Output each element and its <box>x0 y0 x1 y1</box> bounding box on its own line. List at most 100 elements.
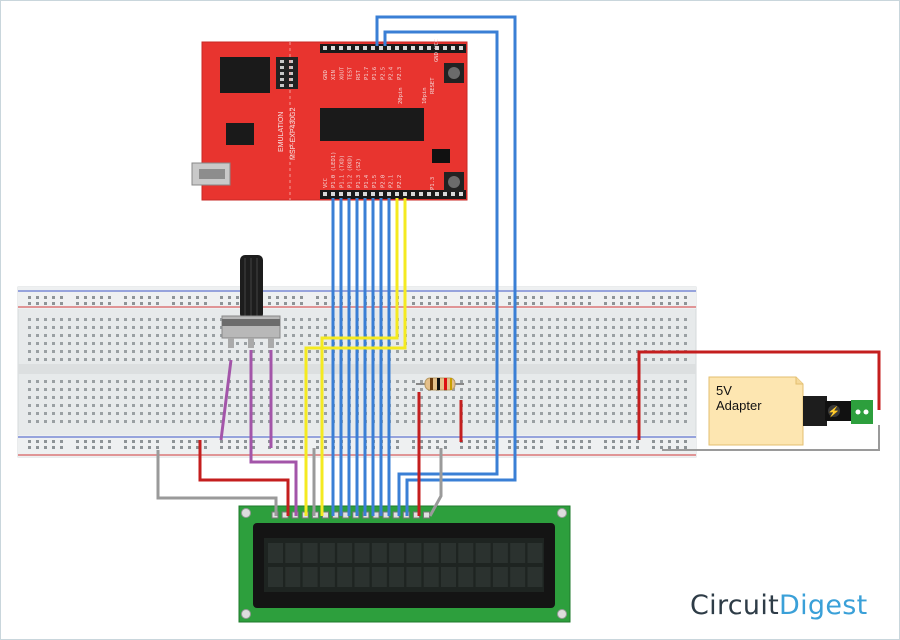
breadboard-hole <box>324 412 327 415</box>
breadboard-hole <box>452 342 455 345</box>
breadboard-hole <box>196 326 199 329</box>
breadboard-hole <box>492 388 495 391</box>
breadboard-hole <box>476 380 479 383</box>
breadboard-hole <box>396 396 399 399</box>
breadboard-hole <box>148 326 151 329</box>
breadboard-hole <box>324 350 327 353</box>
breadboard-hole <box>556 440 559 443</box>
breadboard-hole <box>484 412 487 415</box>
breadboard-hole <box>284 440 287 443</box>
breadboard-hole <box>324 404 327 407</box>
breadboard-hole <box>628 380 631 383</box>
lcd-character-cell <box>458 567 474 587</box>
breadboard-hole <box>452 334 455 337</box>
breadboard-hole <box>412 358 415 361</box>
breadboard-hole <box>172 350 175 353</box>
breadboard-hole <box>436 412 439 415</box>
breadboard-hole <box>644 342 647 345</box>
breadboard-hole <box>244 412 247 415</box>
breadboard-hole <box>628 334 631 337</box>
breadboard-hole <box>204 412 207 415</box>
breadboard-hole <box>116 388 119 391</box>
breadboard-hole <box>236 358 239 361</box>
breadboard-hole <box>36 302 39 305</box>
breadboard-hole <box>76 380 79 383</box>
breadboard-hole <box>36 440 39 443</box>
breadboard-hole <box>308 404 311 407</box>
breadboard-hole <box>52 326 55 329</box>
breadboard-hole <box>428 302 431 305</box>
breadboard-hole <box>156 440 159 443</box>
breadboard-hole <box>36 342 39 345</box>
breadboard-hole <box>628 318 631 321</box>
breadboard-hole <box>220 342 223 345</box>
breadboard-hole <box>652 296 655 299</box>
breadboard-hole <box>652 446 655 449</box>
board-pin <box>395 46 399 50</box>
breadboard-hole <box>244 440 247 443</box>
breadboard-hole <box>124 412 127 415</box>
breadboard-hole <box>132 358 135 361</box>
breadboard-hole <box>580 326 583 329</box>
breadboard-hole <box>156 334 159 337</box>
breadboard-hole <box>604 334 607 337</box>
breadboard-hole <box>524 326 527 329</box>
breadboard-hole <box>284 318 287 321</box>
breadboard-hole <box>500 350 503 353</box>
breadboard-hole <box>404 388 407 391</box>
breadboard-hole <box>684 396 687 399</box>
wire-gray-resistor <box>428 448 443 517</box>
breadboard-hole <box>220 302 223 305</box>
logo-part1: Circuit <box>690 590 780 621</box>
breadboard-hole <box>28 440 31 443</box>
breadboard-hole <box>76 420 79 423</box>
s2-button <box>444 172 464 192</box>
breadboard-hole <box>476 420 479 423</box>
breadboard-hole <box>292 420 295 423</box>
breadboard-hole <box>28 412 31 415</box>
breadboard-hole <box>284 334 287 337</box>
breadboard-hole <box>292 388 295 391</box>
breadboard-hole <box>172 318 175 321</box>
breadboard-hole <box>220 296 223 299</box>
breadboard-hole <box>100 326 103 329</box>
breadboard-hole <box>236 440 239 443</box>
breadboard-hole <box>268 296 271 299</box>
breadboard-hole <box>476 404 479 407</box>
breadboard-hole <box>148 380 151 383</box>
breadboard-hole <box>36 380 39 383</box>
lcd-character-cell <box>389 567 405 587</box>
breadboard-hole <box>132 302 135 305</box>
breadboard-hole <box>324 446 327 449</box>
breadboard-hole <box>564 334 567 337</box>
lcd-character-cell <box>268 543 283 563</box>
breadboard-hole <box>52 358 55 361</box>
breadboard-hole <box>668 326 671 329</box>
breadboard-hole <box>316 412 319 415</box>
breadboard-hole <box>92 358 95 361</box>
breadboard-hole <box>444 326 447 329</box>
board-pin <box>331 46 335 50</box>
breadboard-hole <box>412 334 415 337</box>
breadboard-hole <box>180 396 183 399</box>
lcd-character-cell <box>475 567 491 587</box>
breadboard-hole <box>244 396 247 399</box>
breadboard-hole <box>76 296 79 299</box>
breadboard-hole <box>620 326 623 329</box>
breadboard-hole <box>452 326 455 329</box>
breadboard-hole <box>60 420 63 423</box>
breadboard-hole <box>492 296 495 299</box>
wire-blue-top-a <box>375 15 517 516</box>
breadboard-hole <box>260 342 263 345</box>
breadboard-hole <box>140 380 143 383</box>
breadboard-hole <box>484 302 487 305</box>
breadboard-hole <box>260 396 263 399</box>
breadboard-hole <box>116 326 119 329</box>
breadboard-hole <box>28 302 31 305</box>
breadboard-hole <box>276 404 279 407</box>
breadboard-hole <box>612 326 615 329</box>
breadboard-hole <box>60 318 63 321</box>
breadboard-hole <box>204 342 207 345</box>
breadboard-hole <box>300 388 303 391</box>
breadboard-hole <box>532 334 535 337</box>
